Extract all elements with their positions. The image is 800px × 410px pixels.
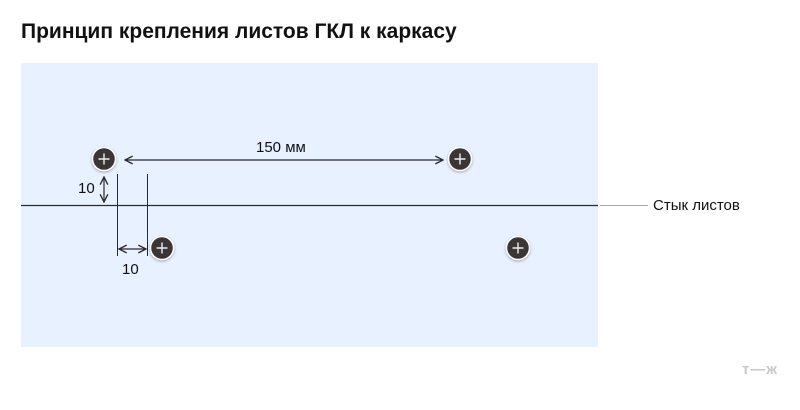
page-title: Принцип крепления листов ГКЛ к каркасу — [21, 20, 457, 43]
label-horizontal-offset: 10 — [122, 261, 139, 278]
screw-icon — [149, 235, 175, 261]
screw-icon — [447, 146, 473, 172]
screw-icon — [505, 235, 531, 261]
brand-logo: т—ж — [742, 361, 778, 378]
screw-icon — [91, 146, 117, 172]
label-vertical-offset: 10 — [78, 180, 95, 197]
label-150mm: 150 мм — [256, 139, 306, 156]
label-sheet-joint: Стык листов — [653, 197, 740, 214]
